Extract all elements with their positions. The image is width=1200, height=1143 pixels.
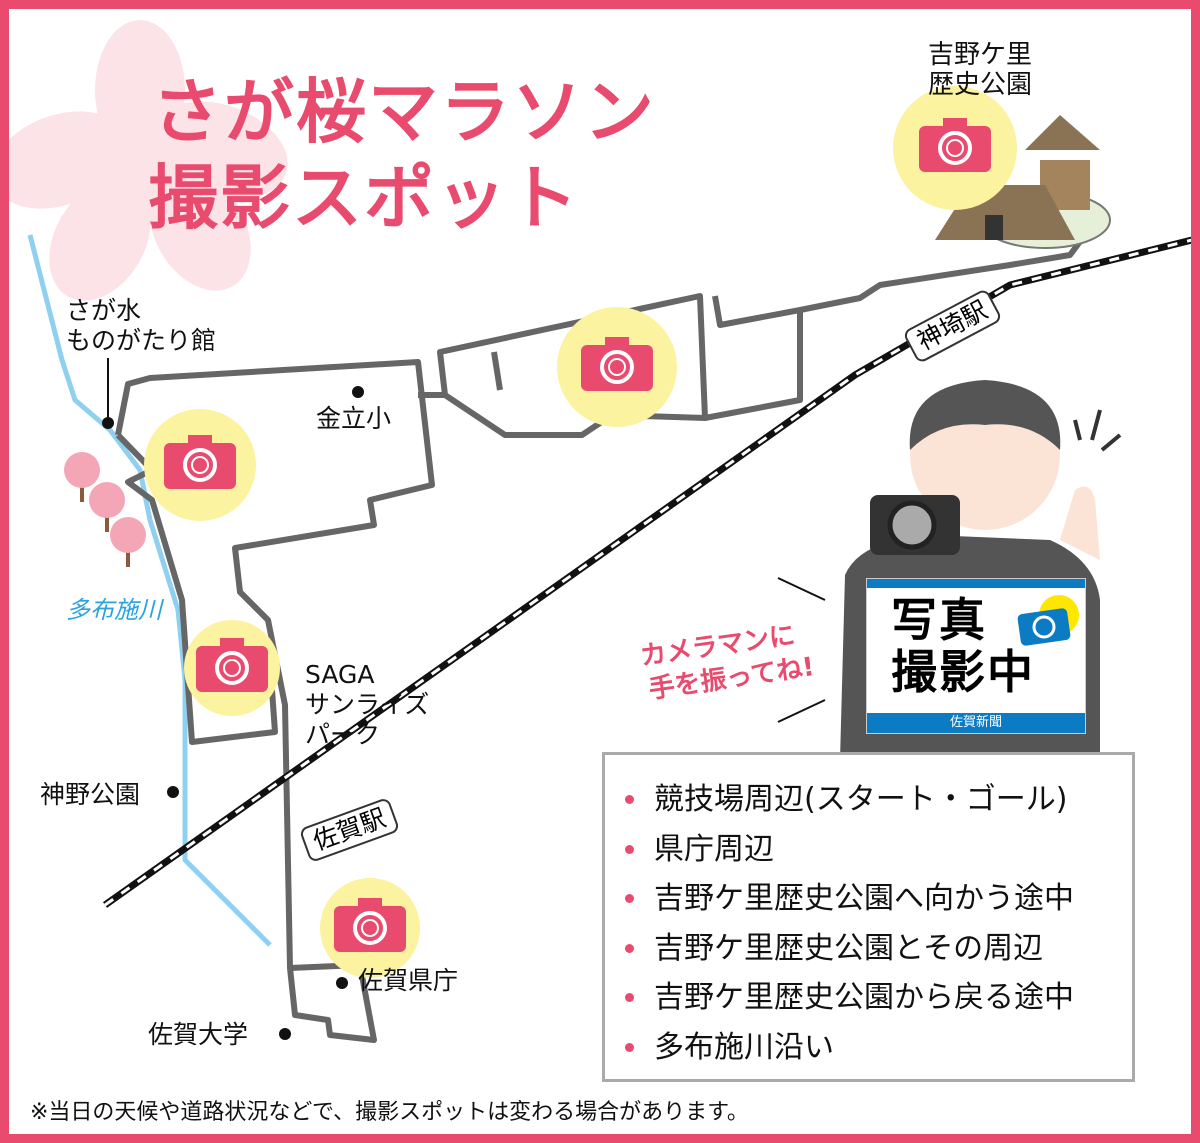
marathon-route: [115, 226, 1093, 1043]
legend-item-label: 競技場周辺(スタート・ゴール): [654, 782, 1068, 817]
photo-sign: 写真 撮影中 佐賀新聞: [866, 578, 1086, 734]
label-line: 歴史公園: [928, 70, 1033, 100]
bullet-icon: [625, 1042, 634, 1052]
label-line: パーク: [305, 720, 381, 749]
photo-spots: [144, 86, 1017, 978]
camera-spot-icon: [144, 409, 256, 521]
bullet-icon: [625, 894, 634, 904]
label-saga-university: 佐賀大学: [148, 1020, 249, 1049]
bullet-icon: [625, 943, 634, 953]
legend-item: 県庁周辺: [625, 825, 1132, 875]
legend-item-label: 吉野ケ里歴史公園から戻る途中: [654, 980, 1074, 1015]
label-line: 吉野ケ里: [928, 40, 1033, 70]
legend-item: 吉野ケ里歴史公園へ向かう途中: [625, 874, 1132, 924]
spot-legend: 競技場周辺(スタート・ゴール) 県庁周辺 吉野ケ里歴史公園へ向かう途中 吉野ケ里…: [602, 752, 1135, 1082]
sign-top-bar: [867, 579, 1085, 588]
label-kounokoen: 神野公園: [40, 780, 141, 809]
label-yoshinogari: 吉野ケ里 歴史公園: [928, 40, 1032, 100]
label-line: サンライズ: [305, 690, 430, 719]
legend-item: 吉野ケ里歴史公園とその周辺: [625, 924, 1132, 974]
sakura-flower-decoration: [0, 20, 288, 301]
label-river: 多布施川: [66, 596, 162, 624]
label-kencho: 佐賀県庁: [358, 966, 459, 995]
legend-item: 多布施川沿い: [625, 1023, 1132, 1073]
legend-item-label: 県庁周辺: [654, 831, 774, 867]
label-kanedachi: 金立小: [316, 404, 392, 433]
sign-line1: 写真: [891, 593, 987, 647]
blue-camera-icon: [1017, 595, 1079, 646]
legend-item-label: 吉野ケ里歴史公園へ向かう途中: [654, 881, 1074, 916]
camera-spot-icon: [893, 86, 1017, 210]
camera-spot-icon: [320, 878, 420, 978]
footnote: ※当日の天候や道路状況などで、撮影スポットは変わる場合があります。: [30, 1100, 749, 1125]
legend-item: 吉野ケ里歴史公園から戻る途中: [625, 973, 1132, 1023]
legend-item: 競技場周辺(スタート・ゴール): [625, 775, 1132, 825]
location-dots: [102, 386, 364, 1040]
label-sagamizu: さが水 ものがたり館: [66, 296, 216, 356]
legend-item-label: 吉野ケ里歴史公園とその周辺: [654, 930, 1044, 966]
label-line: ものがたり館: [66, 326, 217, 355]
label-line: SAGA: [305, 660, 375, 689]
cherry-trees: [64, 452, 146, 567]
bullet-icon: [625, 844, 634, 854]
camera-spot-icon: [184, 620, 280, 716]
yoshinogari-illustration: [935, 115, 1111, 249]
sign-footer: 佐賀新聞: [867, 713, 1085, 733]
bullet-icon: [625, 795, 634, 805]
label-line: さが水: [66, 296, 142, 325]
sign-line2: 撮影中: [891, 645, 1035, 699]
page-title-line1: さが桜マラソン: [152, 71, 656, 153]
page-title-line2: 撮影スポット: [148, 157, 580, 239]
legend-item-label: 多布施川沿い: [654, 1029, 834, 1065]
bullet-icon: [625, 993, 634, 1003]
label-sunrise-park: SAGA サンライズ パーク: [305, 660, 429, 750]
camera-spot-icon: [557, 307, 677, 427]
